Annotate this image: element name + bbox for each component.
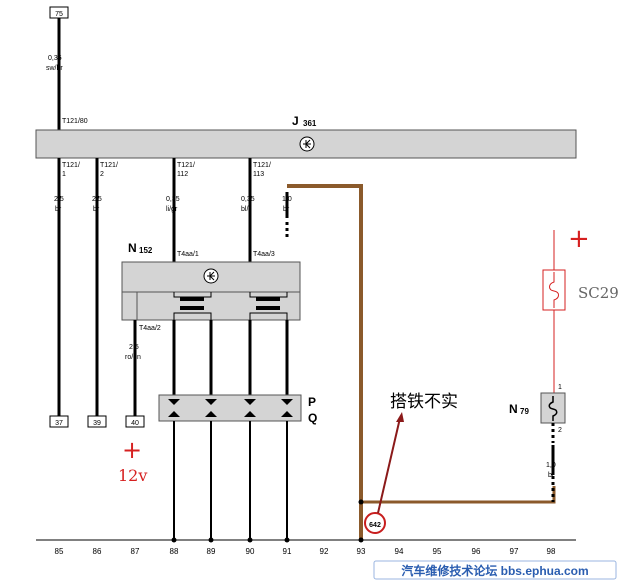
terminal-39-box [87, 415, 107, 428]
wire2-pin-top: T121/ [100, 162, 118, 169]
relay-n79-name: N [509, 402, 518, 416]
wire4-color: bl/li [241, 206, 252, 213]
axis-num: 97 [510, 547, 519, 556]
annotation-arrowhead [396, 412, 404, 422]
top-wire-pin: T121/80 [62, 118, 88, 125]
axis-num: 94 [395, 547, 404, 556]
n79-heater-icon [548, 396, 558, 421]
module-n-name: N [128, 241, 137, 255]
module-j-name: J [292, 114, 299, 128]
annotation-arrow [377, 417, 401, 514]
axis-numbers: 85 86 87 88 89 90 91 92 93 94 95 96 97 9… [55, 547, 556, 556]
terminal-75-label: 75 [55, 11, 63, 18]
wire3-color: li/gr [166, 206, 178, 213]
voltage-label: 12v [118, 466, 147, 485]
wire4-pin-bot: 113 [253, 171, 264, 178]
terminal-37-box [49, 415, 69, 428]
ground-point-642 [364, 512, 386, 534]
relay-n79-pin1: 1 [558, 384, 562, 391]
valve-coil-right [249, 292, 288, 320]
pq-connector-arrows [168, 399, 293, 417]
n-left-wire-color: ro/gn [125, 354, 141, 361]
axis-num: 89 [207, 547, 216, 556]
valve-coil-left [173, 292, 212, 320]
top-wire-color: sw/br [46, 65, 63, 72]
wire3-size: 0,35 [166, 196, 180, 203]
wire2-color: br [93, 206, 100, 213]
axis-num: 92 [320, 547, 329, 556]
axis-num: 96 [472, 547, 481, 556]
pq-label-p: P [308, 395, 316, 409]
terminal-37-label: 37 [55, 420, 63, 427]
terminal-40-label: 40 [131, 420, 139, 427]
plus-symbol-right: + [568, 224, 590, 254]
module-n-electronic-icon [203, 268, 219, 284]
axis-num: 85 [55, 547, 64, 556]
terminal-40-box [125, 415, 145, 428]
fuse-element-icon [549, 272, 559, 308]
wire1-size: 2,5 [54, 196, 64, 203]
pq-label-q: Q [308, 411, 317, 425]
footer-text: 汽车维修技术论坛 bbs.ephua.com [401, 563, 588, 578]
wire5-size: 1,0 [282, 196, 292, 203]
n-left-wire-size: 2,5 [129, 344, 139, 351]
fuse-label: SC29 [578, 284, 619, 302]
n79-wire-size: 1,0 [546, 462, 556, 469]
wire3-pin-bot: 112 [177, 171, 188, 178]
footer-banner [373, 560, 617, 580]
wire1-pin-top: T121/ [62, 162, 80, 169]
module-j-sub: 361 [303, 119, 317, 128]
wire1-pin-bot: 1 [62, 171, 66, 178]
axis-num: 90 [246, 547, 255, 556]
wire4-pin-n: T4aa/3 [253, 251, 275, 258]
axis-num: 98 [547, 547, 556, 556]
n79-wire-color: br [548, 472, 555, 479]
n-left-wire-pin: T4aa/2 [139, 325, 161, 332]
wire1-color: br [55, 206, 62, 213]
ground-point-label: 642 [369, 522, 381, 529]
wire3-pin-top: T121/ [177, 162, 195, 169]
relay-n79-sub: 79 [520, 407, 529, 416]
axis-num: 95 [433, 547, 442, 556]
wire4-size: 0,35 [241, 196, 255, 203]
wire2-size: 2,5 [92, 196, 102, 203]
brown-ground-wire-horizontal [361, 486, 556, 504]
annotation-text: 搭铁不实 [390, 392, 458, 412]
connector-pq-block [158, 394, 302, 422]
axis-num: 93 [357, 547, 366, 556]
module-j-electronic-icon [299, 136, 315, 152]
wire3-pin-n: T4aa/1 [177, 251, 199, 258]
axis-num: 86 [93, 547, 102, 556]
plus-symbol-12v: + [122, 436, 142, 464]
axis-num: 91 [283, 547, 292, 556]
brown-ground-wire-vertical [287, 184, 363, 540]
terminal-39-label: 39 [93, 420, 101, 427]
module-n-sub: 152 [139, 246, 153, 255]
axis-num: 88 [170, 547, 179, 556]
wire4-pin-top: T121/ [253, 162, 271, 169]
wire5-color: br [283, 206, 290, 213]
wire2-pin-bot: 2 [100, 171, 104, 178]
top-wire-size: 0,35 [48, 55, 62, 62]
relay-n79-pin2: 2 [558, 427, 562, 434]
junction-dot [358, 499, 364, 505]
axis-num: 87 [131, 547, 140, 556]
